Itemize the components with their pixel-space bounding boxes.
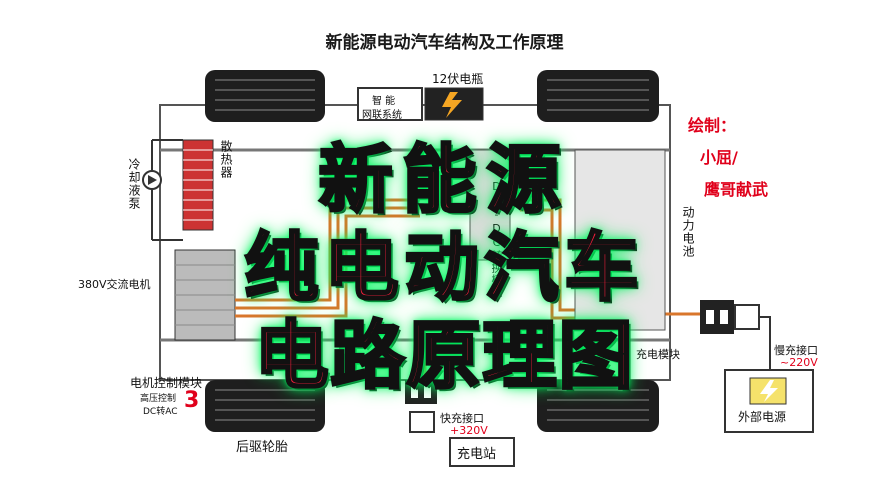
- tire-front-right: [537, 70, 659, 122]
- credit-line-1: 绘制：: [688, 116, 737, 135]
- overlay-title-line-1: 新能源: [317, 136, 571, 225]
- tire-front-left: [205, 70, 325, 122]
- rear-tire-label: 后驱轮胎: [236, 440, 289, 455]
- dcdc-module-block: [469, 149, 511, 261]
- charge-module-label: 充电模块: [636, 348, 680, 361]
- battery-12v-label: 12伏电瓶: [432, 72, 484, 86]
- slow-charge-plug: [700, 300, 771, 380]
- hv-control-label: 高压控制: [140, 394, 177, 404]
- fast-charge-voltage: +320V: [450, 424, 488, 437]
- step-number: 3: [184, 388, 200, 413]
- credit-line-3: 鹰哥献武: [704, 180, 769, 199]
- power-battery-label: 动力电池: [681, 206, 695, 258]
- tire-rear-right: [537, 380, 659, 432]
- radiator: [182, 139, 214, 231]
- credit-line-2: 小屈/: [700, 148, 738, 167]
- power-battery-block: [574, 149, 666, 331]
- tire-rear-left: [205, 380, 325, 432]
- slow-charge-voltage: ~220V: [780, 356, 818, 369]
- page-title: 新能源电动汽车结构及工作原理: [325, 33, 564, 53]
- overlay-title-line-3: 电路原理图: [253, 312, 635, 401]
- dcdc-module-label: DC-DC转换模块: [490, 180, 503, 298]
- charging-station-box: [449, 437, 515, 467]
- smart-network-label-2: 网联系统: [362, 110, 402, 121]
- battery-12v: [424, 87, 484, 121]
- fast-charge-plug: [405, 380, 437, 433]
- coolant-pump-label: 冷却液泵: [127, 158, 141, 210]
- coolant-pump: [142, 139, 183, 241]
- external-power-box: [724, 369, 814, 433]
- motor-380v-label: 380V交流电机: [78, 278, 151, 291]
- motor-controller-label: 电机控制模块: [130, 376, 203, 390]
- slow-charge-port-label: 慢充接口: [774, 344, 818, 357]
- smart-network-box: [357, 87, 423, 121]
- overlay-title-line-2: 纯电动汽车: [243, 224, 645, 313]
- smart-network-label-1: 智 能: [372, 96, 396, 107]
- fast-charge-port-label: 快充接口: [440, 412, 484, 425]
- motor-380v: [174, 249, 236, 341]
- dc-ac-label: DC转AC: [143, 407, 178, 417]
- charging-station-label: 充电站: [457, 447, 497, 462]
- radiator-label: 散热器: [219, 140, 233, 179]
- external-power-label: 外部电源: [738, 410, 787, 424]
